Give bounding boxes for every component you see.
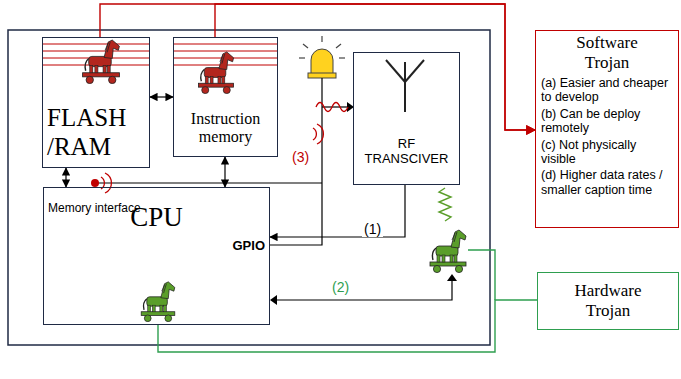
arrowhead	[270, 295, 277, 305]
connector	[158, 300, 537, 352]
callout-number: (2)	[330, 280, 351, 295]
arrowhead	[447, 274, 457, 281]
box-title: RF TRANSCIVER	[365, 137, 449, 167]
pin-name: GPIO	[48, 239, 265, 254]
box-title: Hardware Trojan	[558, 281, 658, 320]
legend-box: Hardware Trojan	[537, 272, 679, 330]
note-item: (d) Higher data rates / smaller caption …	[541, 168, 673, 197]
trojan-wire	[276, 281, 452, 300]
probe-dot	[91, 179, 99, 187]
antenna-symbol	[386, 60, 424, 112]
leak-wave	[316, 103, 348, 112]
connector	[65, 168, 66, 187]
note-item: (a) Easier and cheaper to develop	[541, 76, 673, 105]
connector	[100, 4, 535, 130]
connector	[224, 157, 225, 187]
note-item: (c) Not physically visible	[541, 138, 673, 167]
box-title: CPU	[48, 202, 265, 233]
board-outline	[8, 30, 490, 345]
connector	[270, 185, 405, 237]
memory-box: FLASH /RAM	[42, 37, 150, 168]
transceiver-box: RF TRANSCIVER	[353, 52, 460, 185]
connector	[150, 96, 173, 97]
hardware-trojan-icon	[430, 230, 466, 273]
box-title: FLASH /RAM	[47, 104, 137, 162]
hardware-trojan-icon	[141, 282, 175, 322]
box-title: Instruction memory	[181, 110, 271, 147]
edge-label: (1)	[362, 222, 383, 237]
legend-box: Software Trojan (a) Easier and cheaper to…	[535, 30, 679, 228]
callout-number: (3)	[290, 150, 311, 165]
software-trojan-icon	[198, 52, 233, 94]
connector	[215, 4, 535, 130]
memory-stripes	[43, 44, 277, 65]
cpu-box: Memory interfaceCPUGPIO	[43, 187, 270, 325]
trojan-wire	[468, 250, 495, 300]
rf-coil	[439, 188, 451, 221]
note-item: (b) Can be deploy remotely	[541, 107, 673, 136]
box-title: Software Trojan	[557, 33, 657, 72]
led-symbol	[299, 36, 345, 78]
software-trojan-icon	[83, 40, 120, 84]
memory-box: Instruction memory	[173, 37, 278, 157]
